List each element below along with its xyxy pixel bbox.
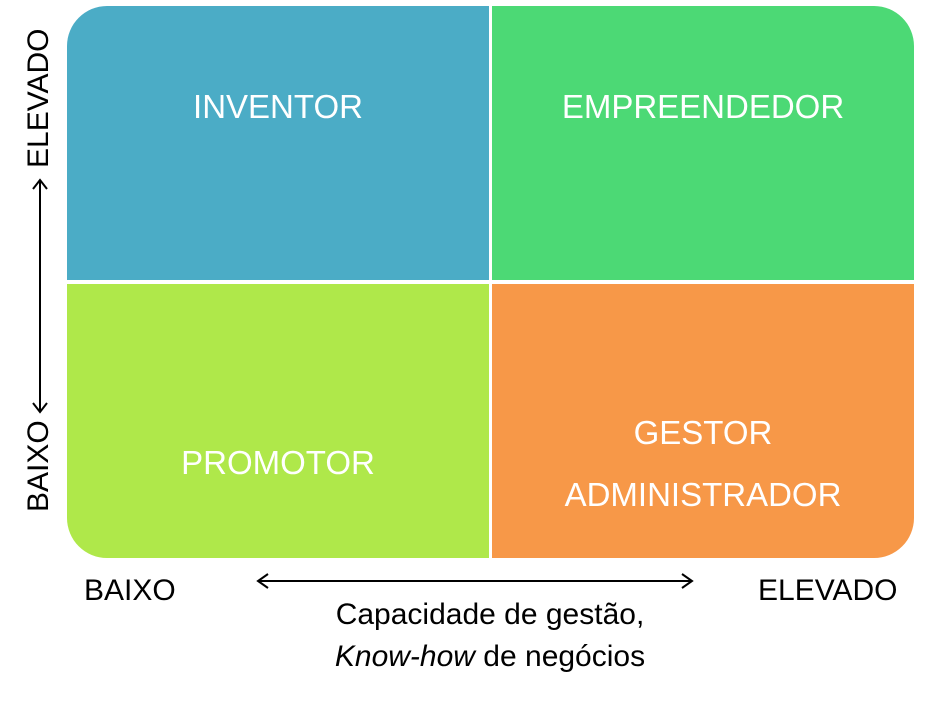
quadrant-label-line2: ADMINISTRADOR: [564, 476, 842, 513]
quadrant-label: PROMOTOR: [181, 444, 375, 481]
double-arrow-horizontal-icon: [256, 573, 694, 589]
x-axis-low-label: BAIXO: [84, 574, 176, 607]
quadrant-gestor-administrador: GESTOR ADMINISTRADOR: [492, 284, 914, 558]
x-axis-title-line2: Know-how de negócios: [230, 637, 750, 677]
quadrant-label: INVENTOR: [193, 88, 363, 125]
quadrant-empreendedor: EMPREENDEDOR: [492, 6, 914, 280]
x-axis-title-line1: Capacidade de gestão,: [335, 598, 645, 631]
x-axis-high-label: ELEVADO: [758, 574, 898, 607]
quadrant-label-line1: GESTOR: [633, 414, 773, 451]
double-arrow-vertical-icon: [32, 178, 48, 414]
know-how-italic: Know-how: [334, 640, 475, 673]
quadrant-promotor: PROMOTOR: [67, 284, 489, 558]
y-axis-low-label: BAIXO: [22, 420, 55, 512]
quadrant-label: EMPREENDEDOR: [561, 88, 845, 125]
y-axis-high-label: ELEVADO: [22, 28, 55, 169]
quadrant-inventor: INVENTOR: [67, 6, 489, 280]
x-axis-title-rest: de negócios: [474, 640, 646, 673]
